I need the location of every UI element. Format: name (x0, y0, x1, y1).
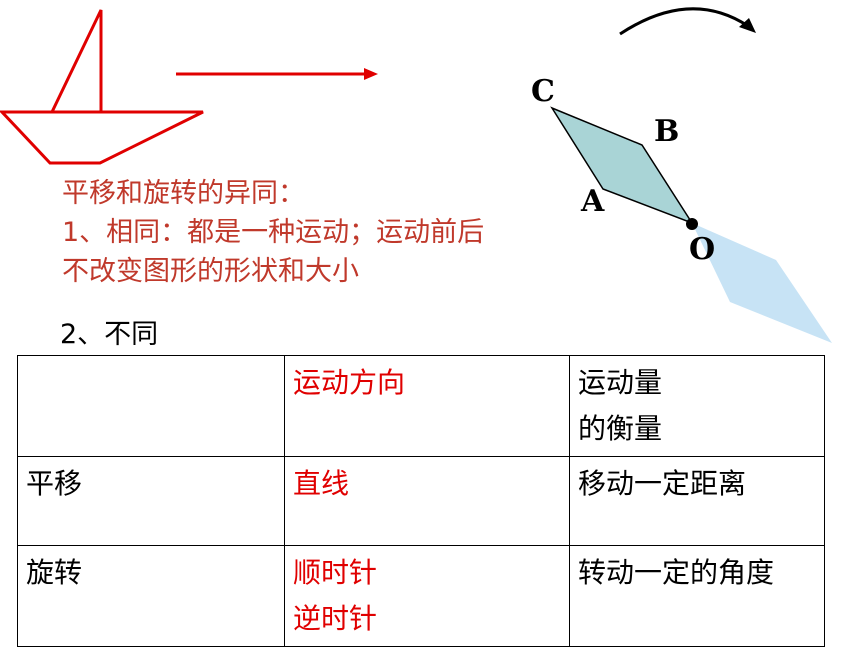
direction-text-counterclockwise: 逆时针 (293, 602, 378, 635)
rotated-rhombus (692, 223, 832, 343)
header-direction-text: 运动方向 (293, 366, 406, 399)
direction-text: 直线 (293, 467, 350, 500)
translation-arrow (176, 68, 378, 80)
row-translation-measure: 移动一定距离 (569, 456, 825, 546)
header-direction-cell: 运动方向 (284, 355, 570, 457)
rotation-arrow (619, 7, 756, 36)
difference-heading: 2、不同 (60, 319, 159, 350)
table-row: 平移 直线 移动一定距离 (17, 456, 825, 546)
sailboat-drawing (0, 9, 204, 165)
sailboat-sail (49, 9, 103, 114)
header-measure-line1: 运动量 (578, 366, 663, 399)
row-translation-direction: 直线 (284, 456, 570, 546)
same-point-line2: 不改变图形的形状和大小 (62, 256, 359, 287)
header-blank-cell (17, 355, 285, 457)
direction-text-clockwise: 顺时针 (293, 556, 378, 589)
table-header-row: 运动方向 运动量 的衡量 (17, 355, 825, 457)
row-rotation-direction: 顺时针 逆时针 (284, 545, 570, 647)
header-measure-cell: 运动量 的衡量 (569, 355, 825, 457)
point-label-a: A (581, 184, 605, 219)
row-translation-name: 平移 (17, 456, 285, 546)
sailboat-hull (0, 110, 204, 165)
header-measure-line2: 的衡量 (578, 412, 663, 445)
row-rotation-measure: 转动一定的角度 (569, 545, 825, 647)
point-label-o: O (689, 232, 716, 267)
comparison-table: 运动方向 运动量 的衡量 平移 直线 移动一定距离 旋转 顺时针 逆时针 转动一… (17, 355, 825, 647)
point-label-c: C (531, 74, 555, 109)
table-row: 旋转 顺时针 逆时针 转动一定的角度 (17, 545, 825, 647)
pivot-point-o (686, 218, 698, 230)
row-rotation-name: 旋转 (17, 545, 285, 647)
same-point-line1: 1、相同：都是一种运动；运动前后 (62, 217, 485, 248)
page-title: 平移和旋转的异同： (62, 178, 305, 209)
point-label-b: B (654, 114, 680, 149)
